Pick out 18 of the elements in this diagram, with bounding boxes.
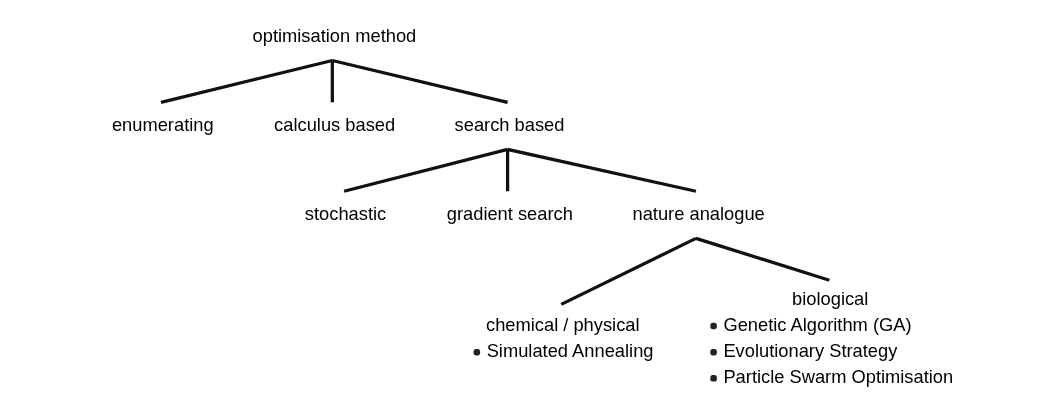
connector bbox=[560, 236, 697, 306]
connector bbox=[160, 58, 333, 104]
connector bbox=[505, 149, 510, 192]
connector bbox=[330, 60, 334, 103]
node-text: stochastic bbox=[304, 203, 387, 225]
connector bbox=[331, 58, 508, 104]
connector bbox=[695, 236, 830, 282]
connector bbox=[507, 147, 697, 193]
node-text: optimisation method bbox=[252, 25, 417, 47]
node-label: chemical / physical bbox=[486, 313, 640, 335]
connector bbox=[343, 147, 508, 193]
node-text: calculus based bbox=[274, 114, 396, 136]
node-text: gradient search bbox=[446, 203, 573, 225]
node-text: biological Genetic Algorithm (GA) Evolutionary Strategy Particle Swarm Optimisation bbox=[723, 287, 954, 388]
node-text: enumerating bbox=[111, 114, 214, 136]
node-label: Simulated Annealing bbox=[486, 339, 654, 361]
node-text: search based bbox=[454, 114, 565, 136]
node-text: nature analogue bbox=[632, 203, 765, 225]
